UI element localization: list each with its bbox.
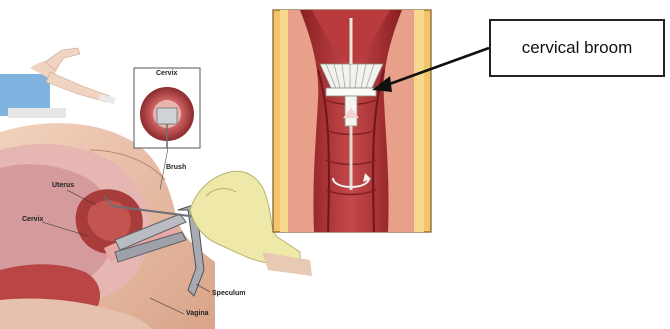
label-uterus: Uterus [52,182,74,189]
label-cervix-inset: Cervix [156,70,177,77]
callout-box: cervical broom [489,19,665,77]
label-vagina: Vagina [186,310,209,317]
cervical-canal-panel [273,10,431,232]
patient-position-sketch [0,48,116,118]
label-brush: Brush [166,164,186,171]
label-cervix: Cervix [22,216,43,223]
pelvic-cross-section [0,123,312,329]
callout-text: cervical broom [522,38,633,58]
label-speculum: Speculum [212,290,245,297]
